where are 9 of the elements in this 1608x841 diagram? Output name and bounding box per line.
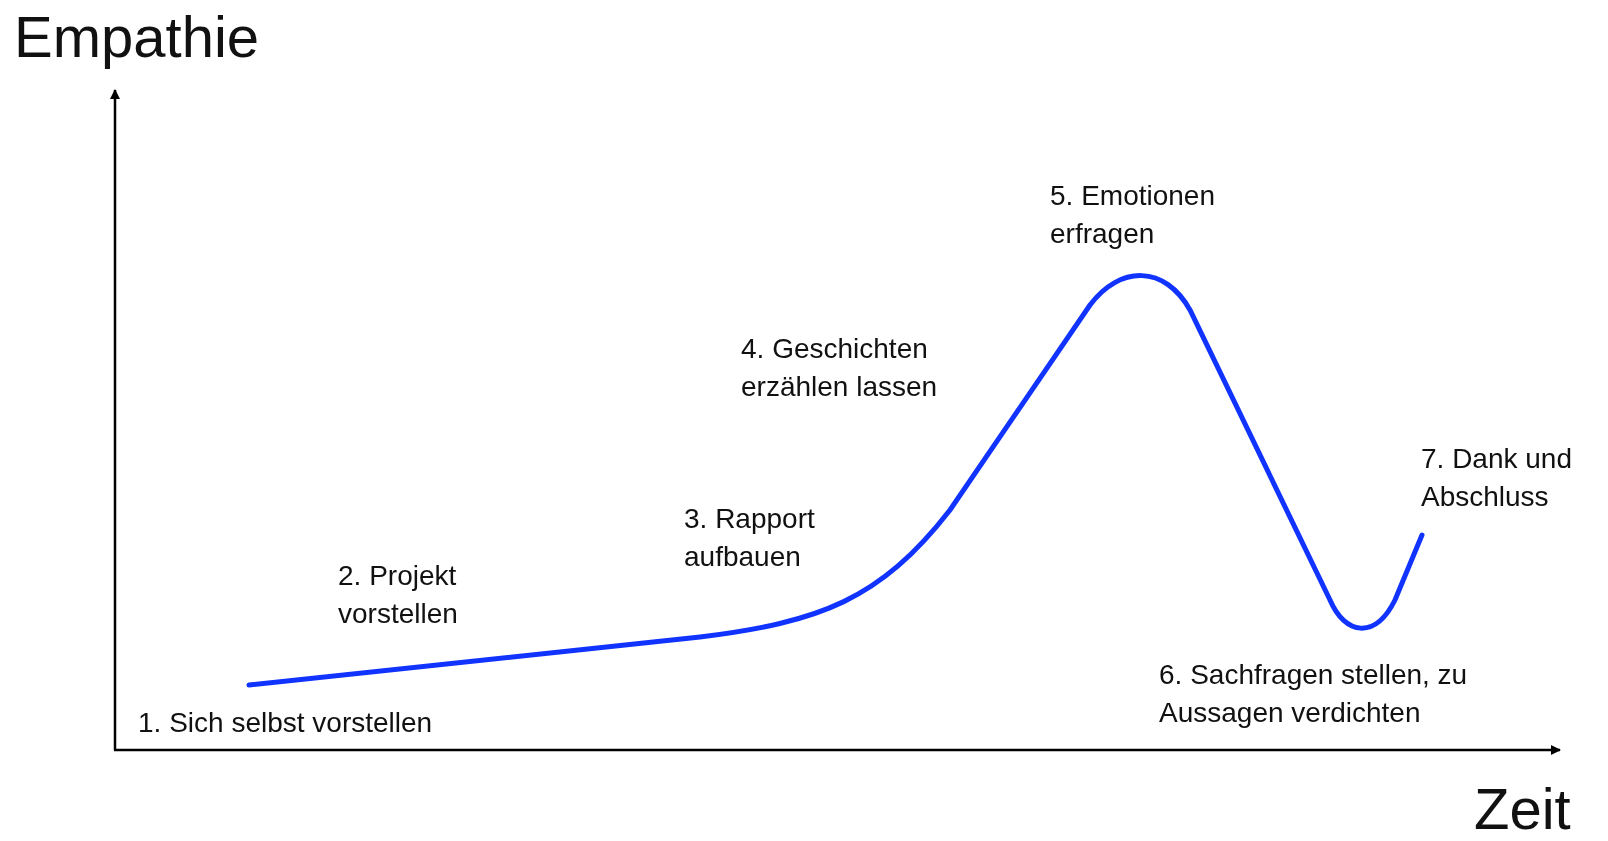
step-label: 1. Sich selbst vorstellen [138,706,434,740]
axis-title: Empathie [14,4,260,70]
step-label: 5. Emotionen erfragen [1050,179,1216,251]
step-label: 6. Sachfragen stellen, zu Aussagen verdichten [1159,658,1469,730]
axis-title: Zeit [1474,776,1571,841]
step-label: 7. Dank und Abschluss [1421,442,1573,514]
step-label: 3. Rapport aufbauen [684,502,816,574]
step-label: 4. Geschichten erzählen lassen [741,332,939,404]
step-label: 2. Projekt vorstellen [338,559,459,631]
